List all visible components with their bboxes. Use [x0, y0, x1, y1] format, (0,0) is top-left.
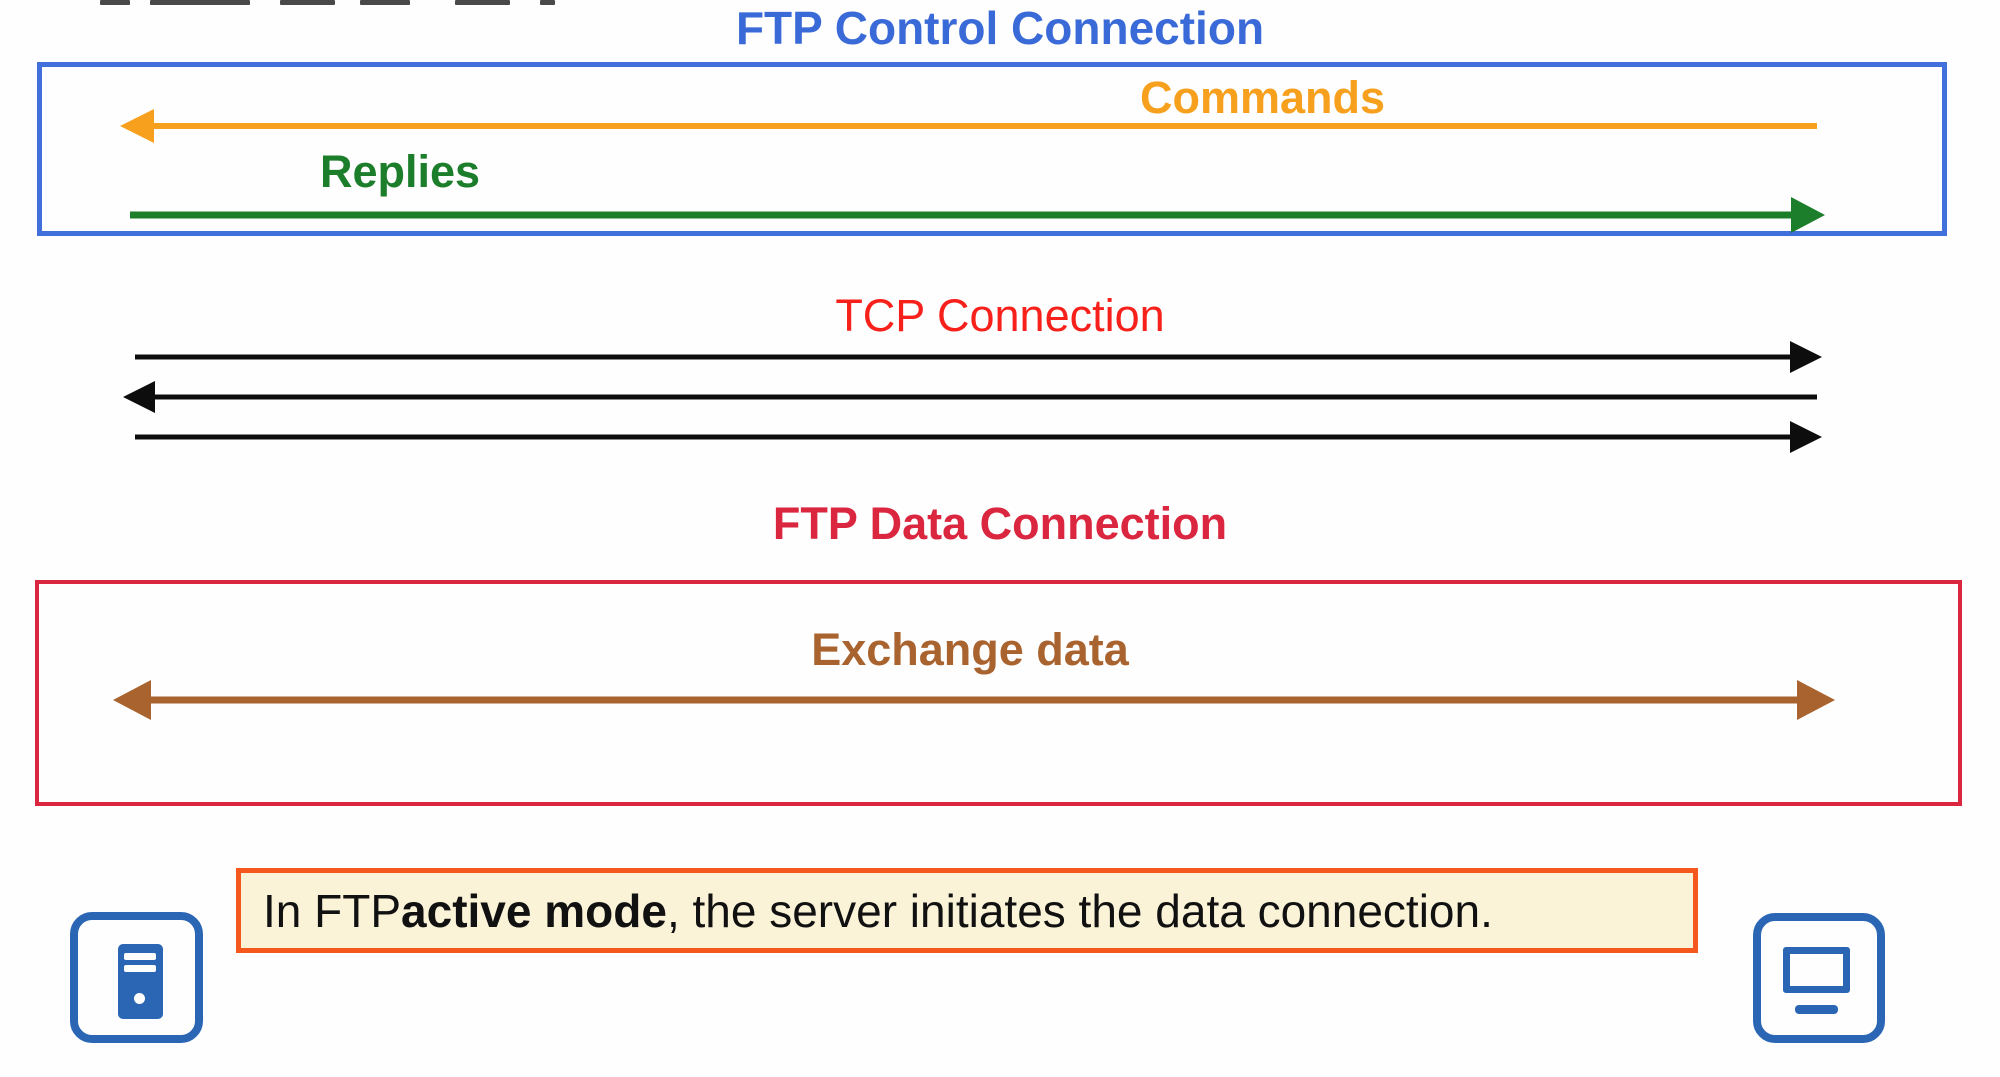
control-connection-title: FTP Control Connection [735, 2, 1265, 54]
replies-label: Replies [320, 146, 481, 197]
arrowhead-left-icon [113, 680, 151, 720]
exchange-data-double-arrow-icon [113, 680, 1835, 720]
monitor-base [1795, 1005, 1838, 1014]
cropped-text-remnant [455, 0, 510, 5]
note-text-emphasis: active mode [401, 884, 667, 937]
arrowhead-right-icon [1791, 196, 1825, 233]
control-connection-box [37, 62, 1947, 236]
cropped-text-remnant [540, 0, 555, 5]
arrow-shaft [130, 211, 1795, 218]
cropped-text-remnant [360, 0, 410, 5]
note-text-prefix: In FTP [263, 884, 402, 937]
cropped-text-remnant [150, 0, 250, 5]
tcp-arrow-left-icon [123, 381, 1817, 413]
arrowhead-right-icon [1790, 341, 1822, 373]
server-slot [124, 953, 156, 960]
arrowhead-left-icon [123, 381, 155, 413]
server-icon [70, 912, 203, 1043]
monitor-icon [1753, 913, 1885, 1043]
arrowhead-left-icon [120, 109, 154, 143]
arrowhead-right-icon [1790, 421, 1822, 453]
commands-label: Commands [1140, 72, 1386, 123]
arrow-shaft [150, 123, 1817, 129]
arrowhead-right-icon [1797, 680, 1835, 720]
commands-arrow-left-icon [120, 109, 1817, 143]
data-connection-title: FTP Data Connection [772, 498, 1228, 549]
exchange-data-label: Exchange data [811, 624, 1129, 675]
arrow-shaft [135, 434, 1794, 440]
note-text-suffix: , the server initiates the data connecti… [666, 884, 1493, 937]
cropped-text-remnant [100, 0, 130, 5]
tcp-connection-label: TCP Connection [835, 290, 1165, 341]
server-power-dot [134, 993, 145, 1004]
monitor-screen [1783, 947, 1850, 993]
tcp-arrow-right-icon [135, 421, 1822, 453]
arrow-shaft [151, 394, 1817, 400]
server-slot [124, 965, 156, 972]
cropped-text-remnant [280, 0, 335, 5]
replies-arrow-right-icon [130, 196, 1825, 233]
tcp-arrow-right-icon [135, 341, 1822, 373]
server-tower-icon [118, 944, 163, 1019]
arrow-shaft [145, 696, 1803, 704]
data-connection-box [35, 580, 1962, 806]
arrow-shaft [135, 354, 1794, 360]
active-mode-note: In FTP active mode, the server initiates… [236, 868, 1698, 953]
